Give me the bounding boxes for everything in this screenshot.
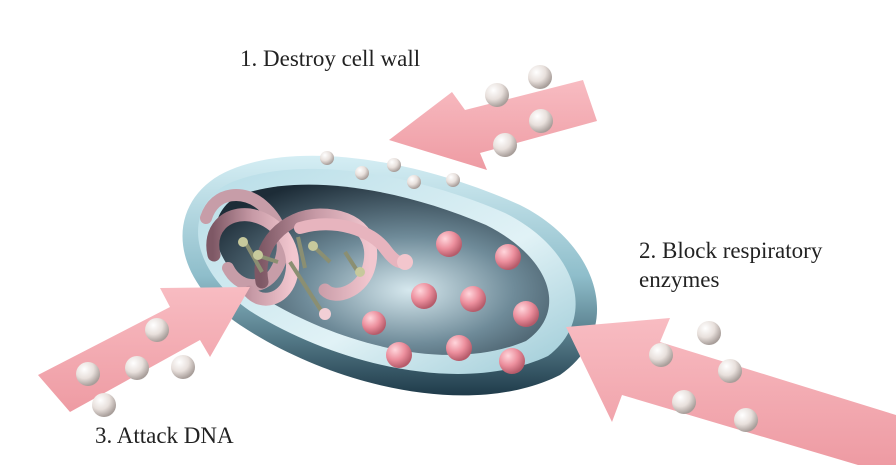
particle	[529, 109, 553, 133]
particle	[92, 393, 116, 417]
particle	[76, 362, 100, 386]
granule	[460, 286, 486, 312]
granule	[436, 231, 462, 257]
bacterial-cell	[183, 151, 598, 395]
label-destroy-cell-wall: 1. Destroy cell wall	[240, 44, 420, 73]
particle	[355, 166, 369, 180]
particle	[387, 158, 401, 172]
granule	[411, 283, 437, 309]
particle	[171, 355, 195, 379]
granule	[513, 301, 539, 327]
granule	[446, 335, 472, 361]
particle	[734, 408, 758, 432]
arrow-block-respiratory-enzymes	[566, 318, 896, 465]
label-block-respiratory-line2: enzymes	[639, 265, 822, 294]
particle	[649, 343, 673, 367]
label-block-respiratory-line1: 2. Block respiratory	[639, 236, 822, 265]
particle	[320, 151, 334, 165]
particle	[125, 356, 149, 380]
label-block-respiratory-enzymes: 2. Block respiratory enzymes	[639, 236, 822, 294]
particle	[493, 133, 517, 157]
granule	[362, 311, 386, 335]
granule	[386, 342, 412, 368]
arrow-destroy-cell-wall	[389, 65, 597, 170]
particle	[528, 65, 552, 89]
granule	[495, 244, 521, 270]
particle	[672, 390, 696, 414]
particle	[697, 321, 721, 345]
particle	[718, 359, 742, 383]
particle	[446, 173, 460, 187]
label-attack-dna: 3. Attack DNA	[95, 421, 234, 450]
particle	[145, 318, 169, 342]
particle	[407, 175, 421, 189]
granule	[499, 348, 525, 374]
particle	[485, 83, 509, 107]
arrow-attack-dna	[38, 287, 250, 417]
